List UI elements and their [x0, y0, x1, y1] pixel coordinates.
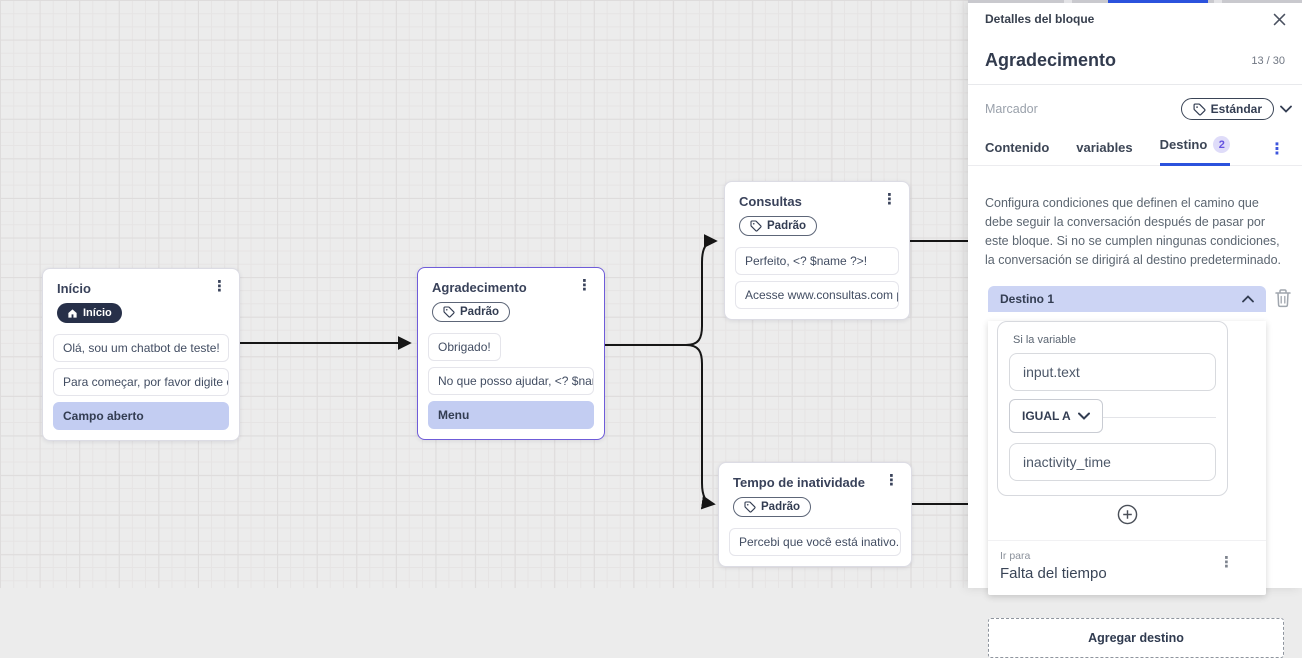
- node-tempo-inatividade[interactable]: Tempo de inatividade ⋮ Padrão Percebi qu…: [718, 462, 912, 567]
- destino-description: Configura condiciones que definen el cam…: [985, 195, 1281, 267]
- destino-card-header[interactable]: Destino 1: [988, 285, 1266, 312]
- char-counter: 13 / 30: [1251, 54, 1285, 67]
- tab-contenido[interactable]: Contenido: [985, 140, 1050, 155]
- destino-count-badge: 2: [1213, 136, 1231, 153]
- marker-select[interactable]: Estándar: [1180, 98, 1292, 120]
- node-title: Tempo de inatividade: [733, 475, 865, 490]
- tag-icon: [1193, 102, 1206, 115]
- node-consultas[interactable]: Consultas ⋮ Padrão Perfeito, <? $name ?>…: [724, 181, 910, 320]
- delete-destino-button[interactable]: [1274, 288, 1292, 308]
- panel-top-strip: [968, 0, 1302, 3]
- node-inicio[interactable]: Início ⋮ Início Olá, sou um chatbot de t…: [42, 268, 240, 441]
- go-to-row[interactable]: Ir para Falta del tiempo ⋮: [988, 539, 1266, 595]
- strip-segment: [1064, 0, 1072, 3]
- strip-segment: [1214, 0, 1222, 3]
- wire-agradecimento-to-consultas: [603, 234, 718, 346]
- block-details-panel: Detalles del bloque Agradecimento 13 / 3…: [968, 0, 1302, 658]
- node-menu-icon[interactable]: ⋮: [212, 278, 227, 295]
- marker-badge: Padrão: [432, 302, 510, 322]
- trash-icon: [1275, 288, 1291, 307]
- plus-circle-icon: [1117, 504, 1137, 524]
- node-menu-icon[interactable]: ⋮: [577, 277, 592, 294]
- message-bubble[interactable]: Olá, sou um chatbot de teste!: [53, 333, 229, 362]
- wire-agradecimento-to-tempo: [685, 344, 716, 510]
- tag-icon: [744, 501, 756, 513]
- message-bubble[interactable]: Acesse www.consultas.com par...: [735, 281, 899, 309]
- strip-active-segment: [1108, 0, 1208, 3]
- condition-variable-label: Si la variable: [1013, 333, 1076, 346]
- message-bubble[interactable]: Perfeito, <? $name ?>!: [735, 247, 899, 275]
- node-menu-icon[interactable]: ⋮: [884, 472, 899, 489]
- tag-icon: [750, 220, 762, 232]
- marker-badge: Padrão: [739, 216, 817, 236]
- message-bubble[interactable]: No que posso ajudar, <? $name ...: [428, 367, 594, 395]
- marcador-label: Marcador: [985, 102, 1038, 116]
- destino-card: Destino 1 Si la variable IGUAL A: [988, 285, 1266, 595]
- chevron-down-icon: [1077, 412, 1090, 420]
- panel-title: Detalles del bloque: [985, 12, 1095, 26]
- node-title: Início: [57, 281, 91, 296]
- condition-card: Si la variable IGUAL A: [997, 320, 1228, 496]
- destino-title: Destino 1: [1000, 291, 1055, 306]
- tab-variables[interactable]: variables: [1076, 140, 1133, 155]
- tab-destino[interactable]: Destino 2: [1159, 136, 1231, 166]
- node-title: Agradecimento: [432, 280, 527, 295]
- divider: [1009, 416, 1216, 418]
- estandar-pill[interactable]: Estándar: [1180, 98, 1274, 120]
- start-badge: Início: [57, 303, 122, 323]
- chevron-up-icon[interactable]: [1242, 294, 1254, 303]
- add-condition-button[interactable]: [1117, 504, 1138, 525]
- condition-variable-input[interactable]: [1009, 352, 1216, 391]
- node-title: Consultas: [739, 194, 802, 209]
- node-agradecimento[interactable]: Agradecimento ⋮ Padrão Obrigado! No que …: [417, 267, 605, 440]
- tabs-menu-icon[interactable]: ⋮: [1269, 141, 1285, 158]
- go-to-value: Falta del tiempo: [1000, 564, 1107, 582]
- message-bubble[interactable]: Percebi que você está inativo. C...: [729, 528, 901, 556]
- block-name: Agradecimento: [985, 50, 1117, 70]
- tag-icon: [443, 306, 455, 318]
- go-to-menu-icon[interactable]: ⋮: [1219, 553, 1234, 571]
- message-bubble[interactable]: Para começar, por favor digite o ...: [53, 367, 229, 396]
- home-icon: [68, 308, 77, 318]
- message-bubble[interactable]: Obrigado!: [428, 333, 501, 361]
- chevron-down-icon: [1280, 105, 1292, 113]
- operator-select[interactable]: IGUAL A: [1009, 398, 1103, 433]
- add-destino-button[interactable]: Agregar destino: [988, 617, 1284, 658]
- open-field-row[interactable]: Campo aberto: [53, 401, 229, 430]
- condition-value-input[interactable]: [1009, 442, 1216, 481]
- node-menu-icon[interactable]: ⋮: [882, 191, 897, 208]
- go-to-label: Ir para: [1000, 549, 1031, 562]
- menu-row[interactable]: Menu: [428, 401, 594, 429]
- marker-badge: Padrão: [733, 497, 811, 517]
- close-icon[interactable]: [1273, 13, 1286, 26]
